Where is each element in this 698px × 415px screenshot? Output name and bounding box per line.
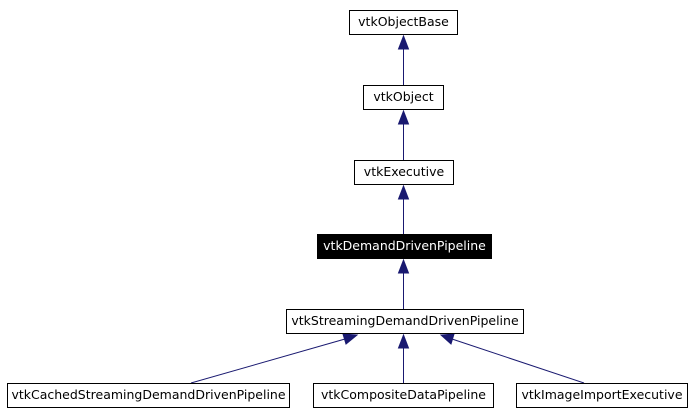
node-vtkdemanddrivenpipeline-current: vtkDemandDrivenPipeline (317, 234, 492, 259)
edge-composite-to-streaming (397, 333, 410, 383)
node-vtkcompositedatapipeline[interactable]: vtkCompositeDataPipeline (313, 383, 494, 408)
edge-streaming-to-demanddriven (397, 258, 410, 309)
node-vtkexecutive[interactable]: vtkExecutive (354, 160, 454, 185)
edge-executive-to-object (397, 109, 410, 160)
node-vtkimageimportexecutive[interactable]: vtkImageImportExecutive (516, 383, 688, 408)
node-vtkstreamingdemanddrivenpipeline[interactable]: vtkStreamingDemandDrivenPipeline (286, 309, 524, 334)
node-vtkcachedstreamingdemanddrivenpipeline[interactable]: vtkCachedStreamingDemandDrivenPipeline (7, 383, 290, 408)
edge-imageimport-to-streaming (439, 333, 585, 384)
node-vtkobject[interactable]: vtkObject (363, 85, 444, 110)
edge-object-to-objectbase (397, 34, 410, 85)
edge-demanddriven-to-executive (397, 184, 410, 234)
node-vtkobjectbase[interactable]: vtkObjectBase (349, 10, 458, 35)
edge-cached-to-streaming (190, 333, 359, 384)
